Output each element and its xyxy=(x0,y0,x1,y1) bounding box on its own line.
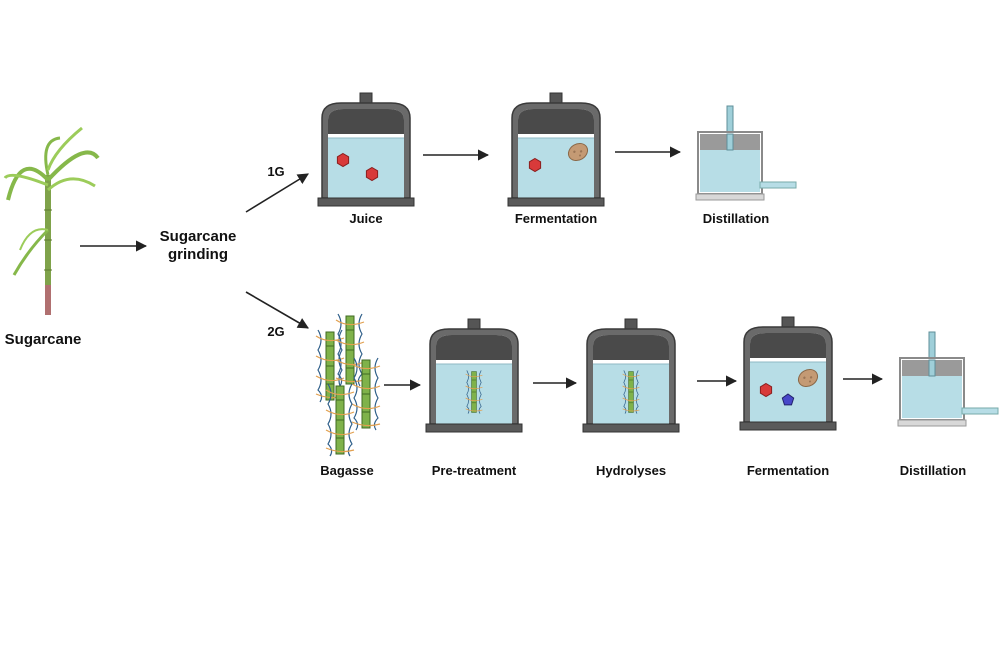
label-fermentation-2g: Fermentation xyxy=(746,463,830,478)
distillation-unit-2g xyxy=(897,331,999,427)
label-grinding-line1: Sugarcane xyxy=(159,228,237,245)
fermentation-tank-1g xyxy=(507,92,605,207)
label-hydrolyses: Hydrolyses xyxy=(595,463,667,478)
label-sugarcane: Sugarcane xyxy=(4,331,82,348)
juice-tank xyxy=(317,92,415,207)
pretreatment-tank xyxy=(425,318,523,433)
label-pretreatment: Pre-treatment xyxy=(431,463,517,478)
arrow-2g xyxy=(245,291,309,329)
label-juice: Juice xyxy=(349,211,383,226)
label-route-2g: 2G xyxy=(267,324,285,339)
bagasse-fibers xyxy=(315,313,381,457)
label-distillation-2g: Distillation xyxy=(899,463,967,478)
fermentation-tank-2g xyxy=(739,316,837,431)
label-grinding-line2: grinding xyxy=(168,246,228,263)
label-fermentation-1g: Fermentation xyxy=(514,211,598,226)
sugarcane-plant xyxy=(3,126,100,315)
label-route-1g: 1G xyxy=(267,164,285,179)
label-distillation-1g: Distillation xyxy=(702,211,770,226)
arrow-1g xyxy=(245,173,309,213)
label-bagasse: Bagasse xyxy=(320,463,374,478)
hydrolyses-tank xyxy=(582,318,680,433)
distillation-unit-1g xyxy=(695,105,797,201)
